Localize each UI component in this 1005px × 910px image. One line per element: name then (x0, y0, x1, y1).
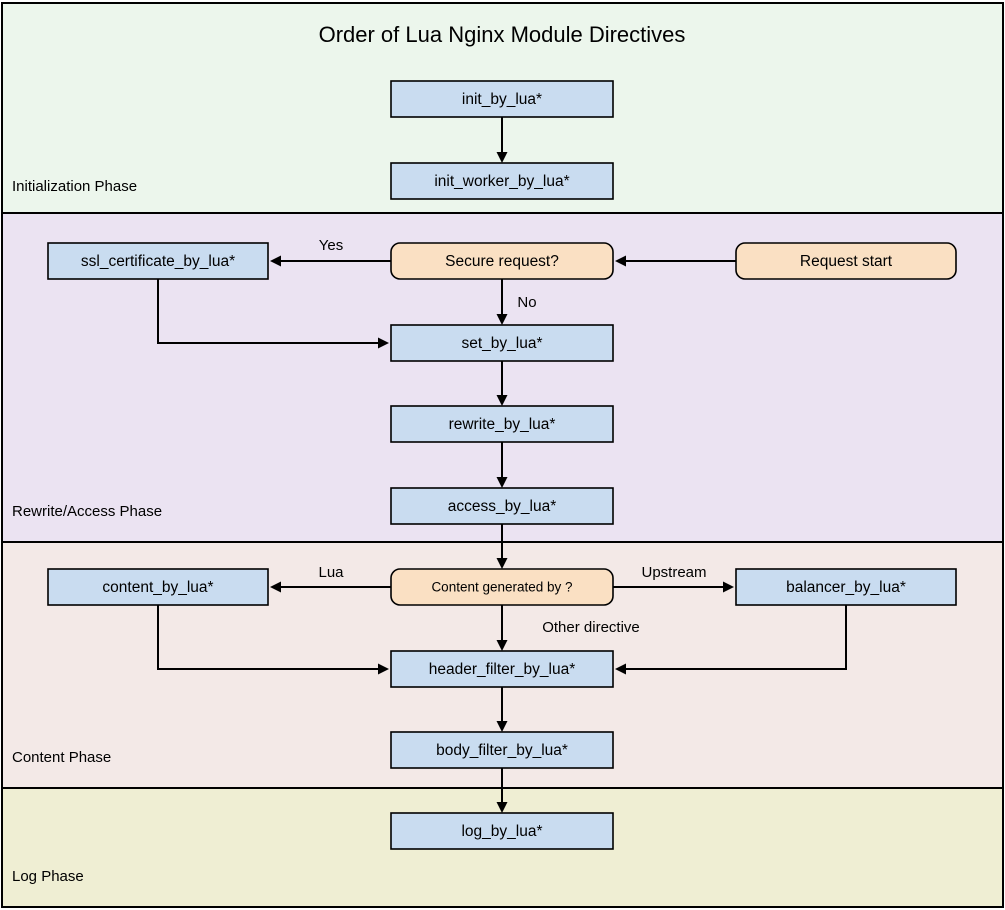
node-set_by_lua[interactable]: set_by_lua* (390, 324, 614, 362)
edge-bodyfilter-to-logbylua (496, 768, 508, 813)
edge-arrowhead-set-to-rewrite (496, 395, 508, 406)
node-label-log_by_lua: log_by_lua* (461, 823, 542, 840)
phase-band-label-rewrite: Rewrite/Access Phase (12, 503, 162, 520)
node-label-rewrite_by_lua: rewrite_by_lua* (449, 416, 556, 433)
node-request_start[interactable]: Request start (735, 242, 957, 280)
edge-arrowhead-headerfilter-to-bodyfilter (496, 721, 508, 732)
node-init_worker_by_lua[interactable]: init_worker_by_lua* (390, 162, 614, 200)
edge-arrowhead-init-to-initworker (496, 152, 508, 163)
node-shape-init_by_lua[interactable] (390, 80, 614, 118)
edges-layer (157, 117, 847, 813)
node-shape-secure_request[interactable] (390, 242, 614, 280)
node-header_filter_by_lua[interactable]: header_filter_by_lua* (390, 650, 614, 688)
node-shape-request_start[interactable] (735, 242, 957, 280)
node-ssl_certificate[interactable]: ssl_certificate_by_lua* (47, 242, 269, 280)
nodes-layer: init_by_lua* init_worker_by_lua* Request s… (47, 80, 957, 850)
edge-contentgen-to-contentlua (270, 581, 391, 593)
phase-band-label-content: Content Phase (12, 749, 111, 766)
node-shape-set_by_lua[interactable] (390, 324, 614, 362)
node-label-init_worker_by_lua: init_worker_by_lua* (434, 173, 569, 190)
edge-contentgen-to-headerfilter (496, 605, 508, 651)
node-label-header_filter_by_lua: header_filter_by_lua* (429, 661, 576, 678)
node-label-ssl_certificate: ssl_certificate_by_lua* (81, 253, 235, 270)
edge-headerfilter-to-bodyfilter (496, 687, 508, 732)
edge-arrowhead-contentlua-to-headerfilter (378, 663, 389, 675)
edge-contentlua-to-headerfilter (157, 605, 389, 675)
edge-ssl-to-set (157, 279, 389, 349)
edge-arrowhead-rewrite-to-access (496, 477, 508, 488)
edge-init-to-initworker (496, 117, 508, 163)
node-label-balancer_by_lua: balancer_by_lua* (786, 579, 906, 596)
edge-label-secure-to-ssl: Yes (319, 237, 343, 254)
node-access_by_lua[interactable]: access_by_lua* (390, 487, 614, 525)
node-shape-init_worker_by_lua[interactable] (390, 162, 614, 200)
node-shape-body_filter_by_lua[interactable] (390, 731, 614, 769)
edge-arrowhead-access-to-contentgen (496, 558, 508, 569)
node-label-init_by_lua: init_by_lua* (462, 91, 542, 108)
edge-label-contentgen-to-headerfilter: Other directive (542, 619, 640, 636)
node-shape-rewrite_by_lua[interactable] (390, 405, 614, 443)
node-shape-ssl_certificate[interactable] (47, 242, 269, 280)
edge-line-balancer-to-headerfilter (617, 605, 847, 670)
edge-arrowhead-contentgen-to-contentlua (270, 581, 281, 593)
edge-label-secure-to-set: No (517, 294, 536, 311)
node-shape-content_generated_by[interactable] (390, 568, 614, 606)
node-shape-balancer_by_lua[interactable] (735, 568, 957, 606)
edge-line-contentlua-to-headerfilter (157, 605, 387, 670)
node-init_by_lua[interactable]: init_by_lua* (390, 80, 614, 118)
edge-arrowhead-contentgen-to-balancer (723, 581, 734, 593)
node-label-access_by_lua: access_by_lua* (448, 498, 557, 515)
title-layer: Order of Lua Nginx Module Directives (319, 22, 686, 47)
edge-arrowhead-secure-to-set (496, 314, 508, 325)
edge-arrowhead-bodyfilter-to-logbylua (496, 802, 508, 813)
phase-band-label-log: Log Phase (12, 868, 84, 885)
edge-line-ssl-to-set (157, 279, 387, 344)
edge-access-to-contentgen (496, 524, 508, 569)
node-label-content_generated_by: Content generated by ? (431, 580, 572, 595)
edge-arrowhead-requeststart-to-secure (615, 255, 626, 267)
node-shape-access_by_lua[interactable] (390, 487, 614, 525)
edge-secure-to-set (496, 279, 508, 325)
edge-secure-to-ssl (270, 255, 391, 267)
edge-label-contentgen-to-balancer: Upstream (641, 564, 706, 581)
node-content_generated_by[interactable]: Content generated by ? (390, 568, 614, 606)
edge-arrowhead-balancer-to-headerfilter (615, 663, 626, 675)
edge-arrowhead-contentgen-to-headerfilter (496, 640, 508, 651)
node-content_by_lua[interactable]: content_by_lua* (47, 568, 269, 606)
diagram-title: Order of Lua Nginx Module Directives (319, 22, 686, 47)
node-body_filter_by_lua[interactable]: body_filter_by_lua* (390, 731, 614, 769)
edge-arrowhead-ssl-to-set (378, 337, 389, 349)
edge-balancer-to-headerfilter (615, 605, 847, 675)
node-label-secure_request: Secure request? (445, 253, 559, 270)
node-balancer_by_lua[interactable]: balancer_by_lua* (735, 568, 957, 606)
node-shape-header_filter_by_lua[interactable] (390, 650, 614, 688)
node-rewrite_by_lua[interactable]: rewrite_by_lua* (390, 405, 614, 443)
edge-arrowhead-secure-to-ssl (270, 255, 281, 267)
edge-set-to-rewrite (496, 361, 508, 406)
node-shape-content_by_lua[interactable] (47, 568, 269, 606)
node-shape-log_by_lua[interactable] (390, 812, 614, 850)
node-secure_request[interactable]: Secure request? (390, 242, 614, 280)
node-label-content_by_lua: content_by_lua* (102, 579, 213, 596)
edge-label-contentgen-to-contentlua: Lua (318, 564, 344, 581)
edge-rewrite-to-access (496, 442, 508, 488)
node-log_by_lua[interactable]: log_by_lua* (390, 812, 614, 850)
edge-requeststart-to-secure (615, 255, 736, 267)
phase-band-label-init: Initialization Phase (12, 178, 137, 195)
node-label-set_by_lua: set_by_lua* (461, 335, 542, 352)
node-label-body_filter_by_lua: body_filter_by_lua* (436, 742, 568, 759)
node-label-request_start: Request start (800, 253, 893, 270)
edge-contentgen-to-balancer (613, 581, 734, 593)
